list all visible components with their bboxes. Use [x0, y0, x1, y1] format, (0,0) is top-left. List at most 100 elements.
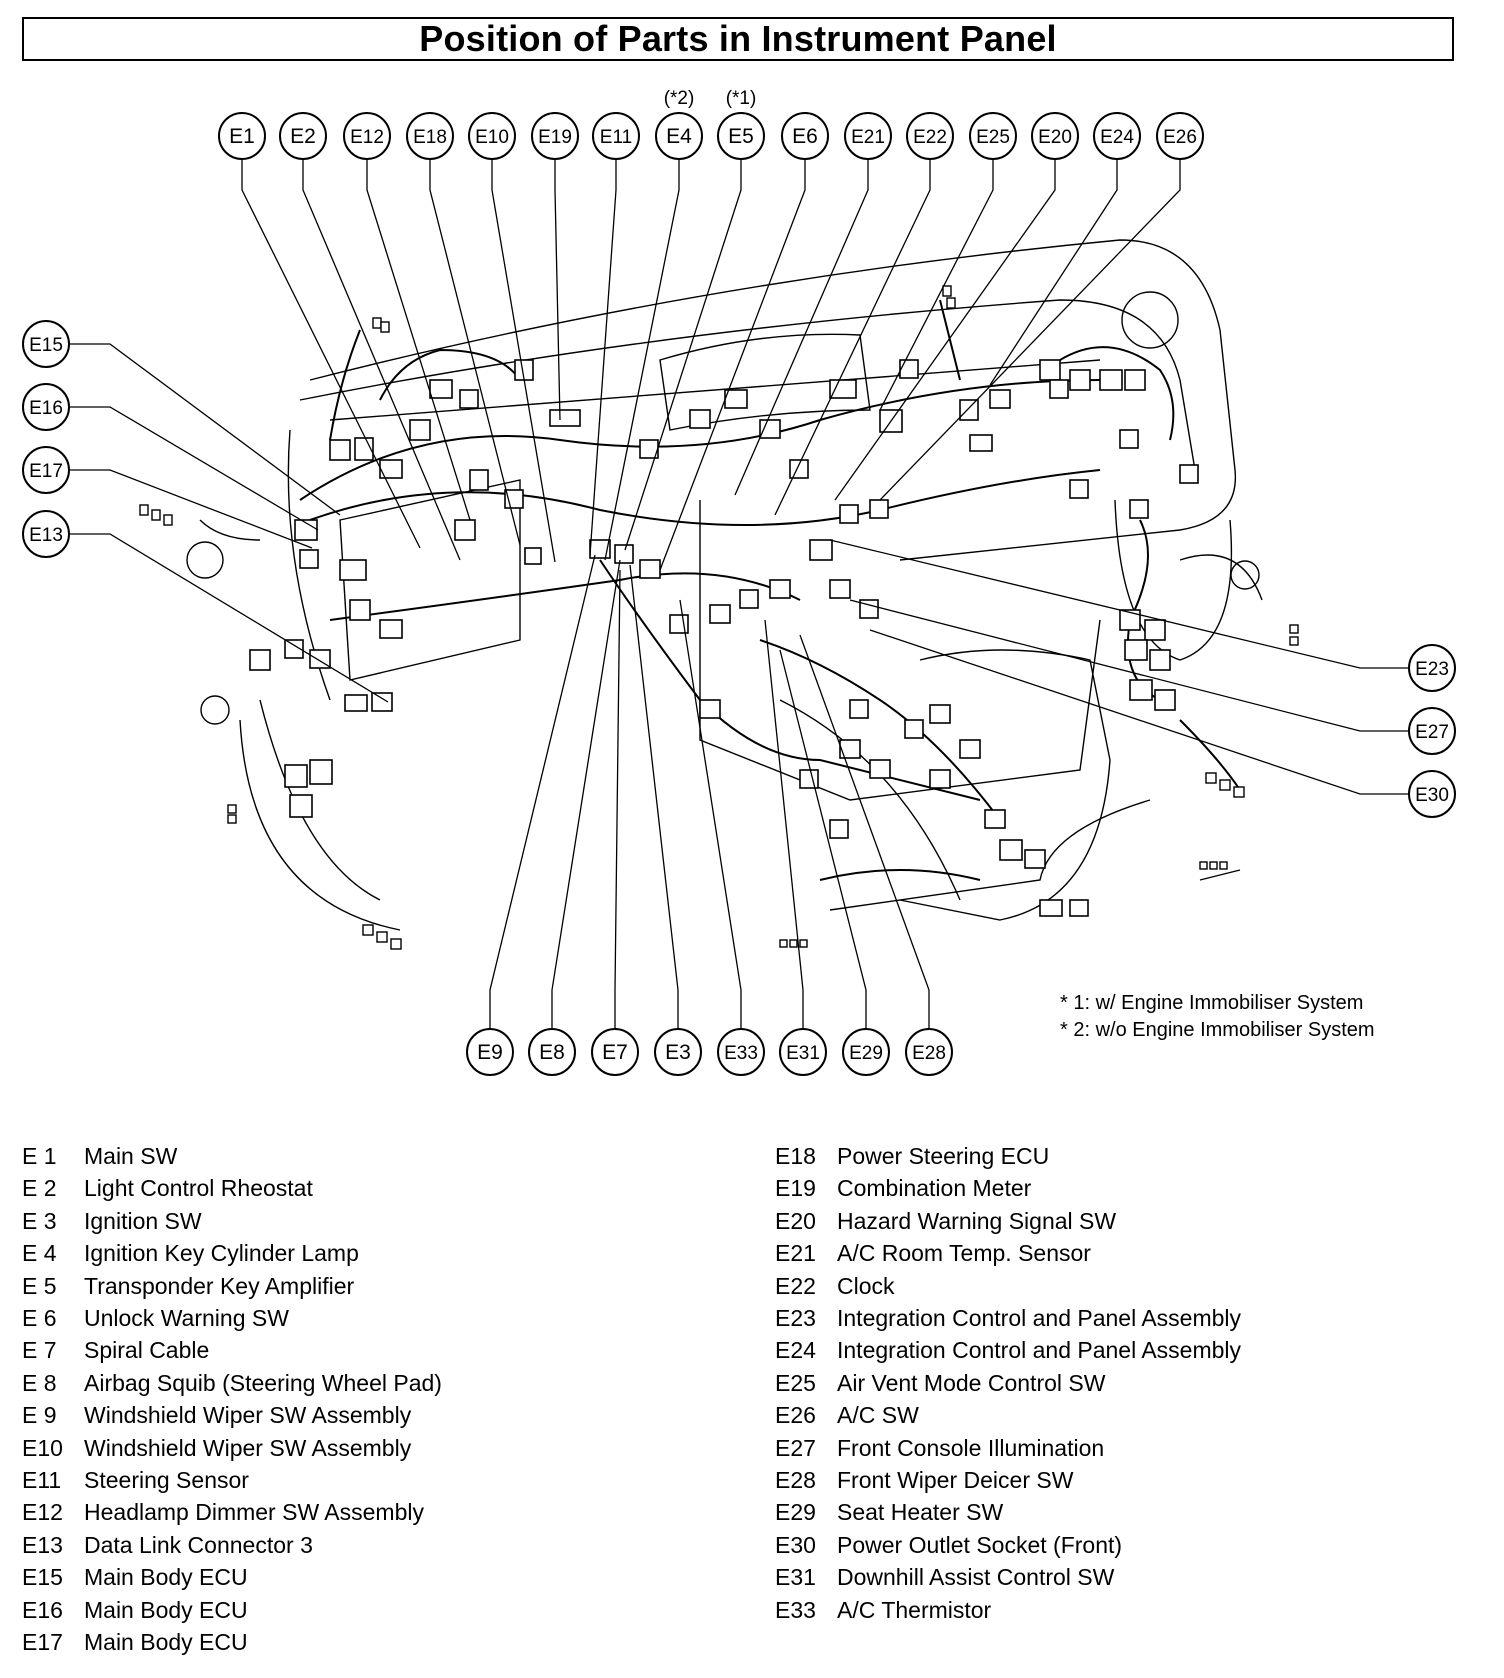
legend-part-name: Main Body ECU: [84, 1629, 248, 1655]
legend-part-name: Power Steering ECU: [837, 1143, 1050, 1169]
callout-note: (*1): [726, 88, 757, 109]
callout-e4: E4: [655, 112, 703, 160]
leader-line-e23: [829, 539, 1409, 669]
callout-e11: E11: [592, 112, 640, 160]
footnote-2: * 2: w/o Engine Immobiliser System: [1060, 1019, 1375, 1041]
callout-circle: [22, 383, 70, 431]
legend-code: E25: [775, 1369, 816, 1396]
callout-circle: [1093, 112, 1141, 160]
leader-line-e5: [624, 159, 742, 551]
callout-label: E11: [600, 127, 632, 148]
callout-circle: [905, 1028, 953, 1076]
leader-line-e12: [366, 159, 471, 521]
legend-code: E10: [22, 1434, 63, 1461]
callout-circle: [1408, 644, 1456, 692]
callout-e16: E16: [22, 383, 70, 431]
leader-line-e9: [489, 554, 596, 1029]
title-box: Position of Parts in Instrument Panel: [22, 17, 1454, 61]
legend-part-name: Transponder Key Amplifier: [84, 1272, 355, 1299]
legend-code: E23: [775, 1305, 816, 1331]
legend-part-name: Spiral Cable: [84, 1337, 210, 1364]
callout-e24: E24: [1093, 112, 1141, 160]
legend-part-name: Air Vent Mode Control SW: [837, 1369, 1106, 1396]
legend-code: E 9: [22, 1402, 57, 1429]
leader-line-e18: [429, 159, 521, 546]
legend-code: E 4: [22, 1240, 57, 1267]
leader-lines: [69, 159, 1409, 1029]
callout-circle: [406, 112, 454, 160]
callout-circle: [781, 112, 829, 160]
legend-part-name: Integration Control and Panel Assembly: [837, 1337, 1242, 1364]
callout-e8: E8: [528, 1028, 576, 1076]
legend-code: E17: [22, 1629, 63, 1655]
legend-part-name: Windshield Wiper SW Assembly: [84, 1402, 412, 1429]
callout-e27: E27: [1408, 707, 1456, 755]
legend-code: E18: [775, 1143, 816, 1169]
callout-label: E10: [475, 127, 509, 148]
callout-label: E9: [477, 1041, 503, 1064]
footnotes: * 1: w/ Engine Immobiliser System * 2: w…: [1060, 990, 1375, 1044]
leader-line-e4: [604, 159, 680, 561]
legend-part-name: Ignition SW: [84, 1207, 202, 1234]
legend-part-name: Windshield Wiper SW Assembly: [84, 1434, 412, 1461]
callout-label: E15: [29, 335, 63, 356]
legend-part-name: Light Control Rheostat: [84, 1175, 313, 1202]
legend-item: E23 Integration Control and Panel Assembl…: [775, 1303, 1241, 1333]
dashboard-outline: [186, 239, 1263, 931]
callout-circle: [1156, 112, 1204, 160]
leader-line-e3: [629, 564, 679, 1029]
legend-code: E 6: [22, 1305, 57, 1331]
callout-label: E3: [665, 1041, 691, 1064]
callout-note: (*2): [664, 88, 695, 109]
callout-label: E7: [602, 1041, 628, 1064]
callout-e12: E12: [343, 112, 391, 160]
legend-part-name: Clock: [837, 1272, 895, 1299]
callout-circle: [717, 1028, 765, 1076]
callout-label: E16: [29, 398, 63, 419]
legend-part-name: Integration Control and Panel Assembly: [837, 1305, 1242, 1331]
legend-part-name: Seat Heater SW: [837, 1499, 1004, 1526]
legend-code: E 1: [22, 1143, 57, 1169]
callout-circle: [466, 1028, 514, 1076]
legend-part-name: A/C Room Temp. Sensor: [837, 1240, 1091, 1267]
callout-e31: E31: [779, 1028, 827, 1076]
callout-label: E23: [1415, 659, 1449, 680]
legend-code: E11: [22, 1467, 62, 1493]
legend-part-name: Airbag Squib (Steering Wheel Pad): [84, 1369, 442, 1396]
legend-code: E21: [775, 1240, 816, 1267]
callout-circle: [842, 1028, 890, 1076]
legend-part-name: Data Link Connector 3: [84, 1531, 313, 1558]
callout-circle: [528, 1028, 576, 1076]
legend-part-name: Ignition Key Cylinder Lamp: [84, 1240, 359, 1267]
leader-line-e28: [799, 634, 930, 1029]
page-title: Position of Parts in Instrument Panel: [419, 18, 1057, 59]
callout-e20: E20: [1031, 112, 1079, 160]
callout-e1: E1: [218, 112, 266, 160]
legend-part-name: Unlock Warning SW: [84, 1305, 289, 1331]
legend-code: E16: [22, 1596, 63, 1623]
harness-end-tabs: [139, 285, 1299, 950]
callout-e30: E30: [1408, 770, 1456, 818]
footnote-1: * 1: w/ Engine Immobiliser System: [1060, 992, 1364, 1014]
legend-part-name: A/C Thermistor: [837, 1596, 992, 1623]
legend-part-name: Combination Meter: [837, 1175, 1032, 1202]
legend-code: E27: [775, 1434, 816, 1461]
leader-line-e2: [302, 159, 461, 561]
callout-label: E8: [539, 1041, 565, 1064]
legend-code: E33: [775, 1596, 816, 1623]
leader-line-e25: [879, 159, 994, 411]
callout-e9: E9: [466, 1028, 514, 1076]
callout-circle: [779, 1028, 827, 1076]
legend-code: E26: [775, 1402, 816, 1429]
leader-line-e19: [554, 159, 561, 421]
callout-e33: E33: [717, 1028, 765, 1076]
